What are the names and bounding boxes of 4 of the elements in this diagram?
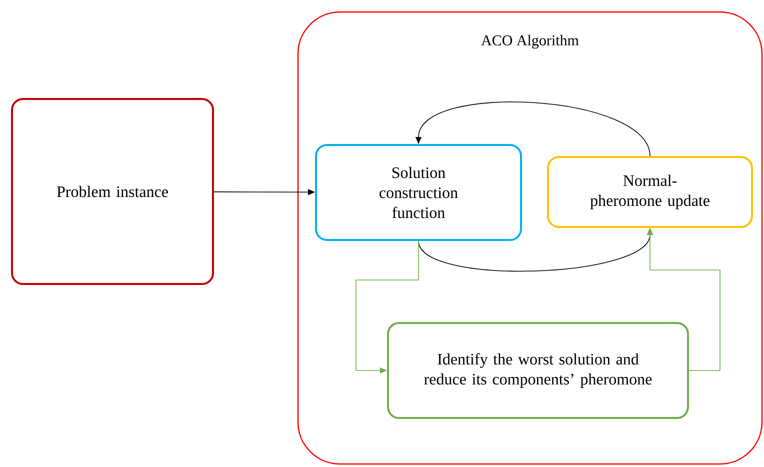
process-box: Problem instance	[11, 98, 214, 285]
process-box: Normal-pheromone update	[547, 156, 753, 228]
process-box: Identify the worst solution and reduce its components’ pheromone	[387, 322, 689, 419]
process-box: Solution construction function	[315, 144, 522, 241]
